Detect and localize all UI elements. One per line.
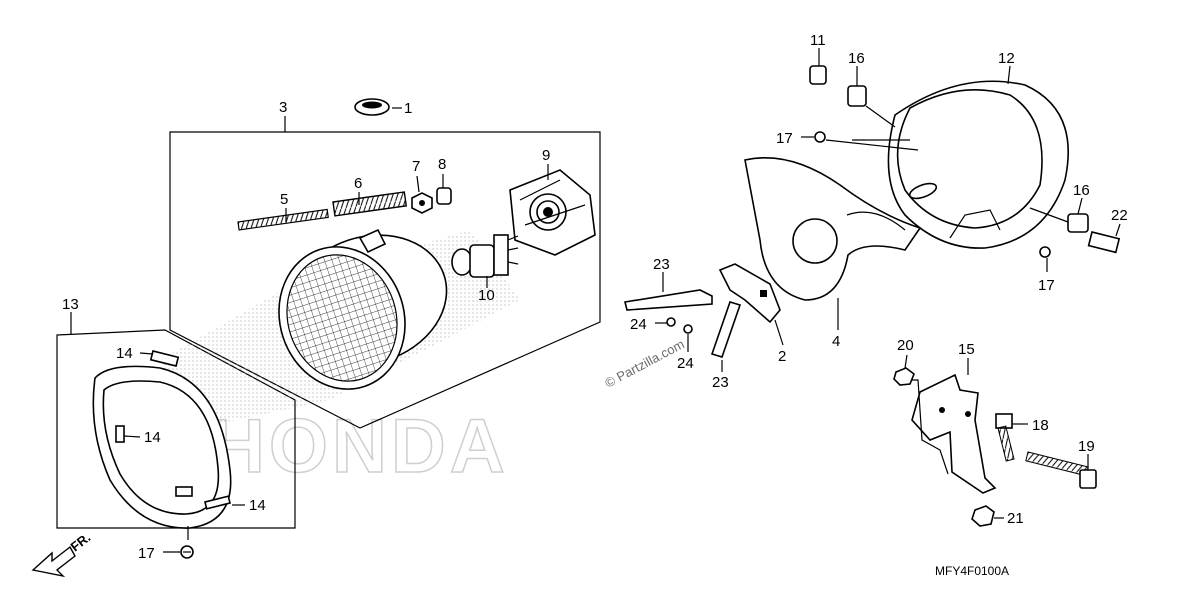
leader-7	[416, 175, 420, 193]
spring-part-6	[332, 191, 408, 217]
callout-7: 7	[412, 158, 420, 175]
callout-17-rim: 17	[138, 545, 155, 562]
callout-14-bottom: 14	[249, 497, 266, 514]
diagram-code: MFY4F0100A	[935, 564, 1009, 578]
leader-14a	[139, 352, 154, 355]
front-direction-arrow: FR.	[31, 530, 93, 578]
leader-12	[1007, 65, 1011, 85]
callout-24-lower: 24	[677, 355, 694, 372]
bolt-part-11	[809, 65, 827, 85]
leader-16-to-case	[852, 105, 910, 141]
group-3-outline	[169, 131, 601, 429]
leader-16b-case	[1029, 207, 1069, 223]
bolt-part-19	[1025, 451, 1097, 489]
callout-23-upper: 23	[653, 256, 670, 273]
callout-3: 3	[279, 99, 287, 116]
headlight-unit	[278, 228, 448, 390]
screw-part-17-rim	[180, 545, 194, 559]
screw-part-17-right	[1039, 246, 1051, 258]
callout-4: 4	[832, 333, 840, 350]
adjusting-screw-part-5	[237, 208, 329, 231]
leader-14b	[123, 435, 141, 438]
callout-11: 11	[810, 32, 826, 49]
screw-part-24-lower	[683, 324, 693, 334]
callout-20: 20	[897, 337, 914, 354]
bracket-part-2	[718, 263, 781, 324]
screw-part-24-upper	[666, 317, 676, 327]
cover-part-4	[744, 157, 922, 301]
callout-22: 22	[1111, 207, 1128, 224]
callout-14-middle: 14	[144, 429, 161, 446]
clip-part-14-middle	[115, 425, 125, 443]
cap-part-8	[436, 187, 452, 205]
clip-part-14-top	[149, 350, 180, 367]
callout-10: 10	[478, 287, 495, 304]
honda-watermark: HONDA	[210, 404, 509, 489]
callout-15: 15	[958, 341, 975, 358]
headlight-rim-part-13	[92, 365, 232, 529]
callout-6: 6	[354, 175, 362, 192]
nut-part-21	[971, 505, 995, 527]
group-13-outline	[56, 329, 296, 529]
headlight-case-part-12	[887, 80, 1069, 249]
bracket-part-15	[910, 373, 997, 494]
clip-part-14-bottom	[204, 495, 231, 510]
callout-2: 2	[778, 348, 786, 365]
bolt-part-18	[995, 413, 1015, 462]
callout-24-upper: 24	[630, 316, 647, 333]
bolt-part-22	[1087, 231, 1121, 254]
callout-5: 5	[280, 191, 288, 208]
screw-part-17-top	[814, 131, 826, 143]
callout-14-top: 14	[116, 345, 133, 362]
callout-23-lower: 23	[712, 374, 729, 391]
callout-16-top: 16	[848, 50, 865, 67]
partzilla-watermark: © Partzilla.com	[602, 336, 686, 390]
callout-8: 8	[438, 156, 446, 173]
strap-part-23-lower	[710, 301, 742, 358]
leader-20	[904, 354, 908, 369]
strap-part-23-upper	[624, 289, 713, 311]
callout-1: 1	[404, 100, 412, 117]
leader-17b-case	[825, 139, 919, 151]
nut-part-20	[893, 367, 915, 386]
callout-9: 9	[542, 147, 550, 164]
callout-16-right: 16	[1073, 182, 1090, 199]
callout-12: 12	[998, 50, 1015, 67]
leader-16b	[1077, 197, 1083, 215]
grommet-part-1	[354, 98, 390, 116]
callout-13: 13	[62, 296, 79, 313]
collar-part-16-right	[1067, 213, 1089, 233]
callout-17-right: 17	[1038, 277, 1055, 294]
collar-part-16-top	[847, 85, 867, 107]
leader-22	[1115, 223, 1121, 237]
bulb-part-10	[451, 234, 519, 278]
callout-18: 18	[1032, 417, 1049, 434]
socket-cover-part-9	[509, 169, 596, 256]
nut-part-7	[411, 192, 433, 214]
callout-17-top: 17	[776, 130, 793, 147]
callout-21: 21	[1007, 510, 1024, 527]
leader-2	[774, 319, 784, 346]
callout-19: 19	[1078, 438, 1095, 455]
